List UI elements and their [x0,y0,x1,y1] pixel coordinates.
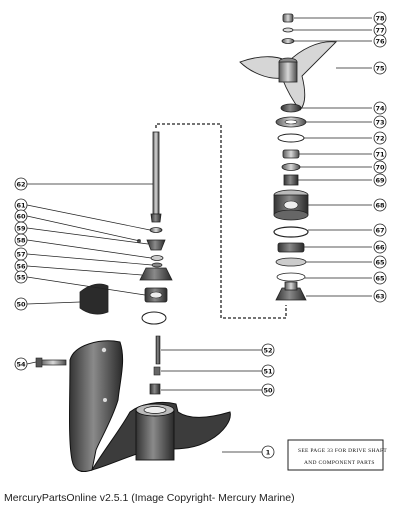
svg-text:50: 50 [263,386,273,394]
callout-50: 50 [161,383,275,397]
svg-text:60: 60 [16,212,26,220]
callout-66: 66 [304,240,387,254]
svg-text:56: 56 [16,262,26,270]
callout-62: 62 [14,177,153,191]
drive-shaft-assembly [35,131,173,395]
callout-65b: 65 [305,271,387,285]
callout-73: 73 [306,115,387,129]
svg-text:70: 70 [375,163,385,171]
note-box: SEE PAGE 33 FOR DRIVE SHAFT AND COMPONEN… [287,439,387,471]
callouts: 78 77 76 75 74 73 72 71 70 69 68 67 66 6… [14,11,387,459]
svg-text:55: 55 [16,273,26,281]
callout-61: 61 [14,198,151,231]
svg-text:57: 57 [16,250,25,258]
svg-text:62: 62 [16,180,25,188]
svg-text:69: 69 [375,176,385,184]
callout-59: 60 [14,209,141,242]
callout-56: 56 [14,259,143,276]
image-caption: MercuryPartsOnline v2.5.1 (Image Copyrig… [4,492,295,504]
dashed-guide-line [155,123,287,319]
gear-housing [69,340,231,473]
svg-text:63: 63 [375,292,384,300]
propeller-assembly [239,13,337,301]
callout-1: 1 [222,445,275,459]
callout-76: 76 [294,34,387,48]
callout-71: 71 [299,147,387,161]
svg-text:73: 73 [375,118,384,126]
callout-60: 59 [14,221,149,245]
svg-text:67: 67 [375,226,384,234]
callout-55: 55 [14,270,146,296]
callout-75: 75 [336,61,387,75]
svg-text:59: 59 [16,224,26,232]
svg-text:72: 72 [375,134,384,142]
callout-69: 69 [298,173,387,187]
svg-text:52: 52 [263,346,272,354]
svg-text:61: 61 [16,201,26,209]
callout-78: 78 [294,11,387,25]
callout-52: 52 [161,343,275,357]
svg-text:71: 71 [375,150,385,158]
svg-text:78: 78 [375,14,385,22]
svg-text:50: 50 [16,300,26,308]
callout-63: 63 [306,289,387,303]
svg-text:75: 75 [375,64,385,72]
exploded-parts-diagram: SEE PAGE 33 FOR DRIVE SHAFT AND COMPONEN… [14,11,387,473]
callout-67: 67 [308,223,387,237]
svg-text:74: 74 [375,104,385,112]
callout-72: 72 [304,131,387,145]
callout-77: 77 [293,23,387,37]
callout-58: 58 [14,233,152,259]
svg-text:76: 76 [375,37,385,45]
callout-54: 54 [14,357,37,371]
svg-text:1: 1 [266,448,271,456]
callout-65: 65 [306,255,387,269]
svg-text:65: 65 [375,274,385,282]
svg-text:66: 66 [375,243,385,251]
callout-51: 51 [161,364,275,378]
callout-50-plate: 50 [14,297,81,311]
svg-text:68: 68 [375,201,385,209]
svg-text:51: 51 [263,367,273,375]
svg-text:58: 58 [16,236,26,244]
callout-68: 68 [308,198,387,212]
callout-70: 70 [300,160,387,174]
svg-text:77: 77 [375,26,384,34]
svg-text:54: 54 [16,360,26,368]
note-line-1: SEE PAGE 33 FOR DRIVE SHAFT [298,448,387,454]
note-line-2: AND COMPONENT PARTS [304,460,375,466]
callout-57: 57 [14,247,153,266]
svg-text:65: 65 [375,258,385,266]
callout-74: 74 [301,101,387,115]
